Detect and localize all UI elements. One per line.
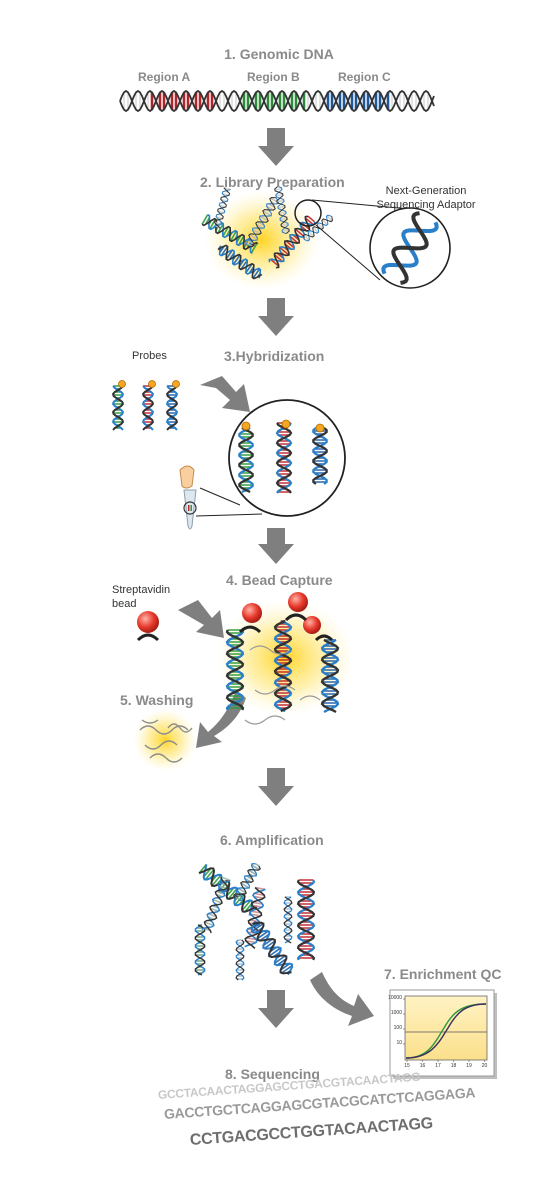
bead-annotation-line1: Streptavidin — [112, 584, 171, 596]
arrow-bead-to-capture — [178, 600, 224, 638]
step-6-label: 6. Amplification — [220, 832, 324, 848]
qc-x-tick-label: 20 — [481, 1063, 488, 1069]
hybridization-group — [111, 380, 346, 530]
step-8-label: 8. Sequencing — [225, 1066, 320, 1082]
qc-y-tick-label: 1000 — [390, 1010, 402, 1016]
arrow-probes-to-hybridization — [200, 376, 250, 412]
washing-group — [133, 708, 197, 772]
qc-x-tick-label: 19 — [466, 1063, 472, 1069]
bead-annotation: Streptavidin bead — [112, 583, 184, 611]
step-2-label: 2. Library Preparation — [200, 174, 345, 190]
arrow-step3-to-4 — [258, 528, 294, 564]
genomic-dna-helix — [119, 89, 435, 113]
adaptor-annotation-line1: Next-Generation — [385, 185, 467, 197]
qc-curve-dark — [405, 1003, 487, 1059]
probes-annotation: Probes — [132, 350, 167, 362]
streptavidin-bead-icon — [136, 611, 160, 642]
region-b-label: Region B — [247, 70, 300, 84]
qc-y-tick-label: 10000 — [388, 995, 402, 1001]
adaptor-small-circle — [294, 199, 322, 227]
qc-x-tick-label: 18 — [450, 1063, 457, 1069]
qc-x-tick-label: 15 — [404, 1063, 410, 1069]
arrow-step2-to-3 — [258, 298, 294, 336]
amplification-group — [194, 862, 316, 981]
arrow-step6-to-8 — [258, 990, 294, 1028]
step-7-label: 7. Enrichment QC — [384, 966, 502, 982]
qc-curve-green — [405, 1003, 487, 1059]
bead-capture-group — [136, 592, 355, 725]
qc-x-tick-label: 17 — [435, 1063, 441, 1069]
step-1-label: 1. Genomic DNA — [224, 46, 334, 62]
arrow-amplification-to-qc — [310, 972, 374, 1026]
qc-y-tick-label: 10 — [396, 1040, 402, 1046]
adaptor-annotation: Next-Generation Sequencing Adaptor — [366, 184, 486, 212]
step-5-label: 5. Washing — [120, 692, 194, 708]
arrow-step5-to-6 — [258, 768, 294, 806]
bead-annotation-line2: bead — [112, 598, 137, 610]
step-3-label: 3.Hybridization — [224, 348, 325, 364]
qc-y-tick-label: 100 — [393, 1025, 402, 1031]
arrow-step1-to-2 — [258, 128, 294, 166]
qc-x-tick-label: 16 — [419, 1063, 426, 1069]
library-preparation-group — [201, 185, 451, 290]
region-a-label: Region A — [138, 70, 191, 84]
enrichment-qc-panel — [389, 989, 497, 1079]
step-4-label: 4. Bead Capture — [226, 572, 333, 588]
sample-tube-icon — [179, 465, 197, 530]
adaptor-annotation-line2: Sequencing Adaptor — [376, 199, 476, 211]
region-c-label: Region C — [338, 70, 391, 84]
